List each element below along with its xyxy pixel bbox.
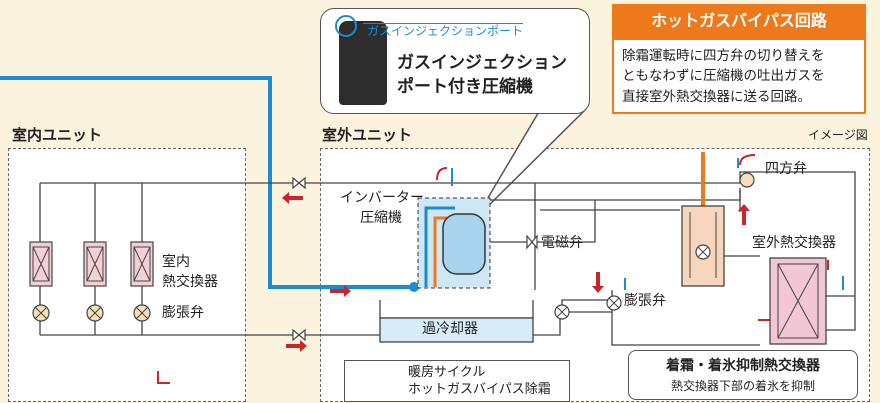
subcooler-box	[379, 317, 534, 343]
indoor-hx-label-2: 熱交換器	[162, 274, 218, 290]
callout-pointer	[475, 109, 587, 219]
indoor-unit-title: 室内ユニット	[12, 126, 103, 144]
indoor-hx-label-1: 室内	[162, 254, 190, 270]
legend-defrost-label: ホットガスバイパス除霜	[408, 382, 551, 397]
image-note: イメージ図	[808, 128, 868, 142]
inverter-compressor	[442, 213, 486, 275]
frost-hx-subtitle: 熱交換器下部の着氷を抑制	[670, 379, 815, 393]
subcooler-label: 過冷却器	[422, 321, 478, 337]
frost-hx-title: 着霜・着氷抑制熱交換器	[666, 358, 820, 374]
indoor-valve-label: 膨張弁	[162, 305, 204, 321]
hot-gas-bypass-line-2: ともなわずに圧縮機の吐出ガスを	[622, 68, 825, 85]
legend-box	[344, 360, 570, 402]
bypass-pipe	[433, 216, 448, 287]
hot-gas-bypass-title: ホットガスバイパス回路	[612, 4, 866, 38]
legend-heating-label: 暖房サイクル	[408, 365, 486, 380]
outdoor-piping	[320, 171, 856, 346]
defrost-compressor-loop	[424, 206, 455, 287]
four-way-valve-label: 四方弁	[765, 161, 807, 177]
solenoid-valve-label: 電磁弁	[541, 235, 583, 251]
indoor-hx-units	[29, 241, 154, 322]
compressor-title-2: ポート付き圧縮機	[397, 77, 533, 97]
injection-port-label: ガスインジェクションポート	[363, 23, 524, 39]
inverter-label-2: 圧縮機	[360, 210, 402, 226]
frost-hx-box: 着霜・着氷抑制熱交換器 熱交換器下部の着氷を抑制	[628, 350, 858, 400]
defrost-flow-curves	[451, 158, 844, 290]
injection-port-marker	[335, 15, 357, 37]
heating-flow-arrows	[282, 192, 750, 352]
hot-gas-bypass-description: 除霜運転時に四方弁の切り替えを ともなわずに圧縮機の吐出ガスを 直接室外熱交換器…	[612, 38, 866, 114]
outdoor-expansion-valve-label: 膨張弁	[624, 293, 666, 309]
outdoor-unit-title: 室外ユニット	[322, 126, 413, 144]
inverter-label-1: インバーター	[340, 190, 424, 206]
defrost-junction-dot	[409, 282, 419, 292]
outdoor-hx-label: 室外熱交換器	[752, 235, 836, 251]
heating-flow-curves	[157, 154, 829, 384]
hot-gas-bypass-line-3: 直接室外熱交換器に送る回路。	[622, 88, 811, 105]
compressor-title-1: ガスインジェクション	[397, 53, 567, 73]
solenoid-valve-symbol	[526, 234, 538, 250]
hot-gas-bypass-line-1: 除霜運転時に四方弁の切り替えを	[622, 48, 825, 64]
four-way-valve-symbol	[739, 172, 755, 188]
service-valves	[292, 176, 306, 342]
compressor-callout: ガスインジェクションポート ガスインジェクション ポート付き圧縮機	[320, 8, 590, 114]
